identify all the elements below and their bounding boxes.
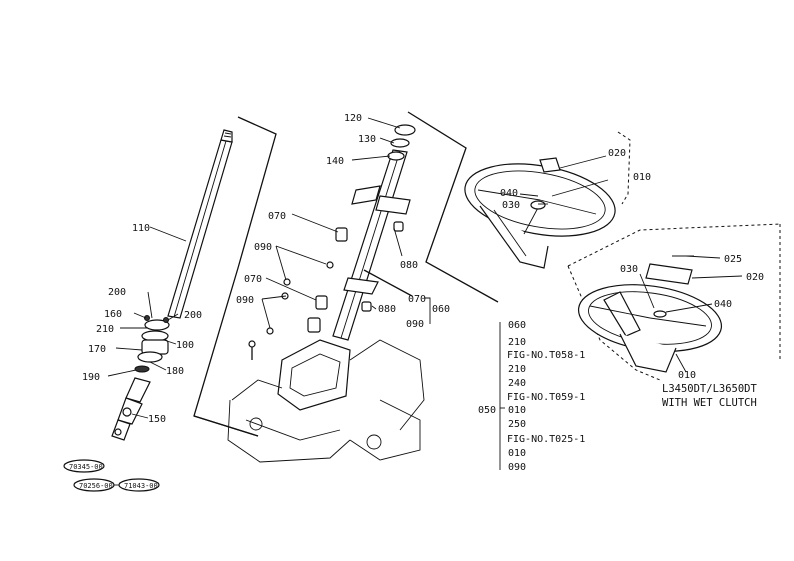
- callout-090-b: 090: [236, 295, 254, 306]
- upper-wheel-bracket: [617, 131, 631, 205]
- fig-list-item: 090: [508, 462, 526, 473]
- fig-list-item: 240: [508, 378, 526, 389]
- callout-130: 130: [358, 134, 376, 145]
- fig-reference-list: 060 210 FIG-NO.T058-1 210 240 FIG-NO.T05…: [507, 320, 585, 473]
- callout-120: 120: [344, 113, 362, 124]
- callout-200-b: 200: [184, 310, 202, 321]
- column-panel-outline: [193, 116, 277, 437]
- fig-list-item: 010: [508, 405, 526, 416]
- callout-040-b: 040: [714, 299, 732, 310]
- callout-025: 025: [724, 254, 742, 265]
- callout-010-b: 010: [678, 370, 696, 381]
- leader-lines: [107, 117, 743, 470]
- fig-list-item: 060: [508, 320, 526, 331]
- model-note-line1: L3450DT/L3650DT: [662, 383, 758, 395]
- fig-list-item: 010: [508, 448, 526, 459]
- reference-tags: 70345-00 70256-00 71043-00: [63, 459, 160, 492]
- ref-tag-2: 70256-00: [79, 482, 113, 490]
- fig-list-item: 250: [508, 419, 526, 430]
- callout-050: 050: [478, 405, 496, 416]
- callout-020-b: 020: [746, 272, 764, 283]
- callout-090-c: 090: [406, 319, 424, 330]
- fig-list-item: 210: [508, 364, 526, 375]
- callout-070-c: 070: [408, 294, 426, 305]
- fig-list-item: 210: [508, 337, 526, 348]
- callout-150: 150: [148, 414, 166, 425]
- callout-080-b: 080: [378, 304, 396, 315]
- model-note-line2: WITH WET CLUTCH: [662, 397, 757, 409]
- callout-040-a: 040: [500, 188, 518, 199]
- callout-180: 180: [166, 366, 184, 377]
- model-note: L3450DT/L3650DT WITH WET CLUTCH: [662, 383, 758, 409]
- engine-block-sketch: [227, 339, 425, 463]
- callout-020-a: 020: [608, 148, 626, 159]
- callout-170: 170: [88, 344, 106, 355]
- fig-list-item: FIG-NO.T058-1: [507, 350, 585, 361]
- callout-200-a: 200: [108, 287, 126, 298]
- callout-080-a: 080: [400, 260, 418, 271]
- fig-list-item: FIG-NO.T025-1: [507, 434, 585, 445]
- callout-060: 060: [432, 304, 450, 315]
- fig-list-item: FIG-NO.T059-1: [507, 392, 585, 403]
- callout-030-a: 030: [502, 200, 520, 211]
- callout-030-b: 030: [620, 264, 638, 275]
- callout-010-a: 010: [633, 172, 651, 183]
- steering-shaft: [167, 129, 233, 319]
- ref-tag-3: 71043-00: [124, 482, 158, 490]
- callout-labels: 120 130 140 110 070 090 070 090 080 080 …: [82, 113, 764, 425]
- callout-160: 160: [104, 309, 122, 320]
- callout-210: 210: [96, 324, 114, 335]
- callout-140: 140: [326, 156, 344, 167]
- callout-090-a: 090: [254, 242, 272, 253]
- wet-clutch-region: [567, 223, 781, 381]
- steering-wheel-upper: [464, 157, 616, 269]
- steering-wheel-lower: [577, 255, 723, 373]
- callout-110: 110: [132, 223, 150, 234]
- callout-190: 190: [82, 372, 100, 383]
- callout-070-b: 070: [244, 274, 262, 285]
- ref-tag-1: 70345-00: [69, 463, 103, 471]
- callout-100: 100: [176, 340, 194, 351]
- column-right-outline: [363, 111, 499, 303]
- steering-column: [248, 124, 416, 360]
- callout-070-a: 070: [268, 211, 286, 222]
